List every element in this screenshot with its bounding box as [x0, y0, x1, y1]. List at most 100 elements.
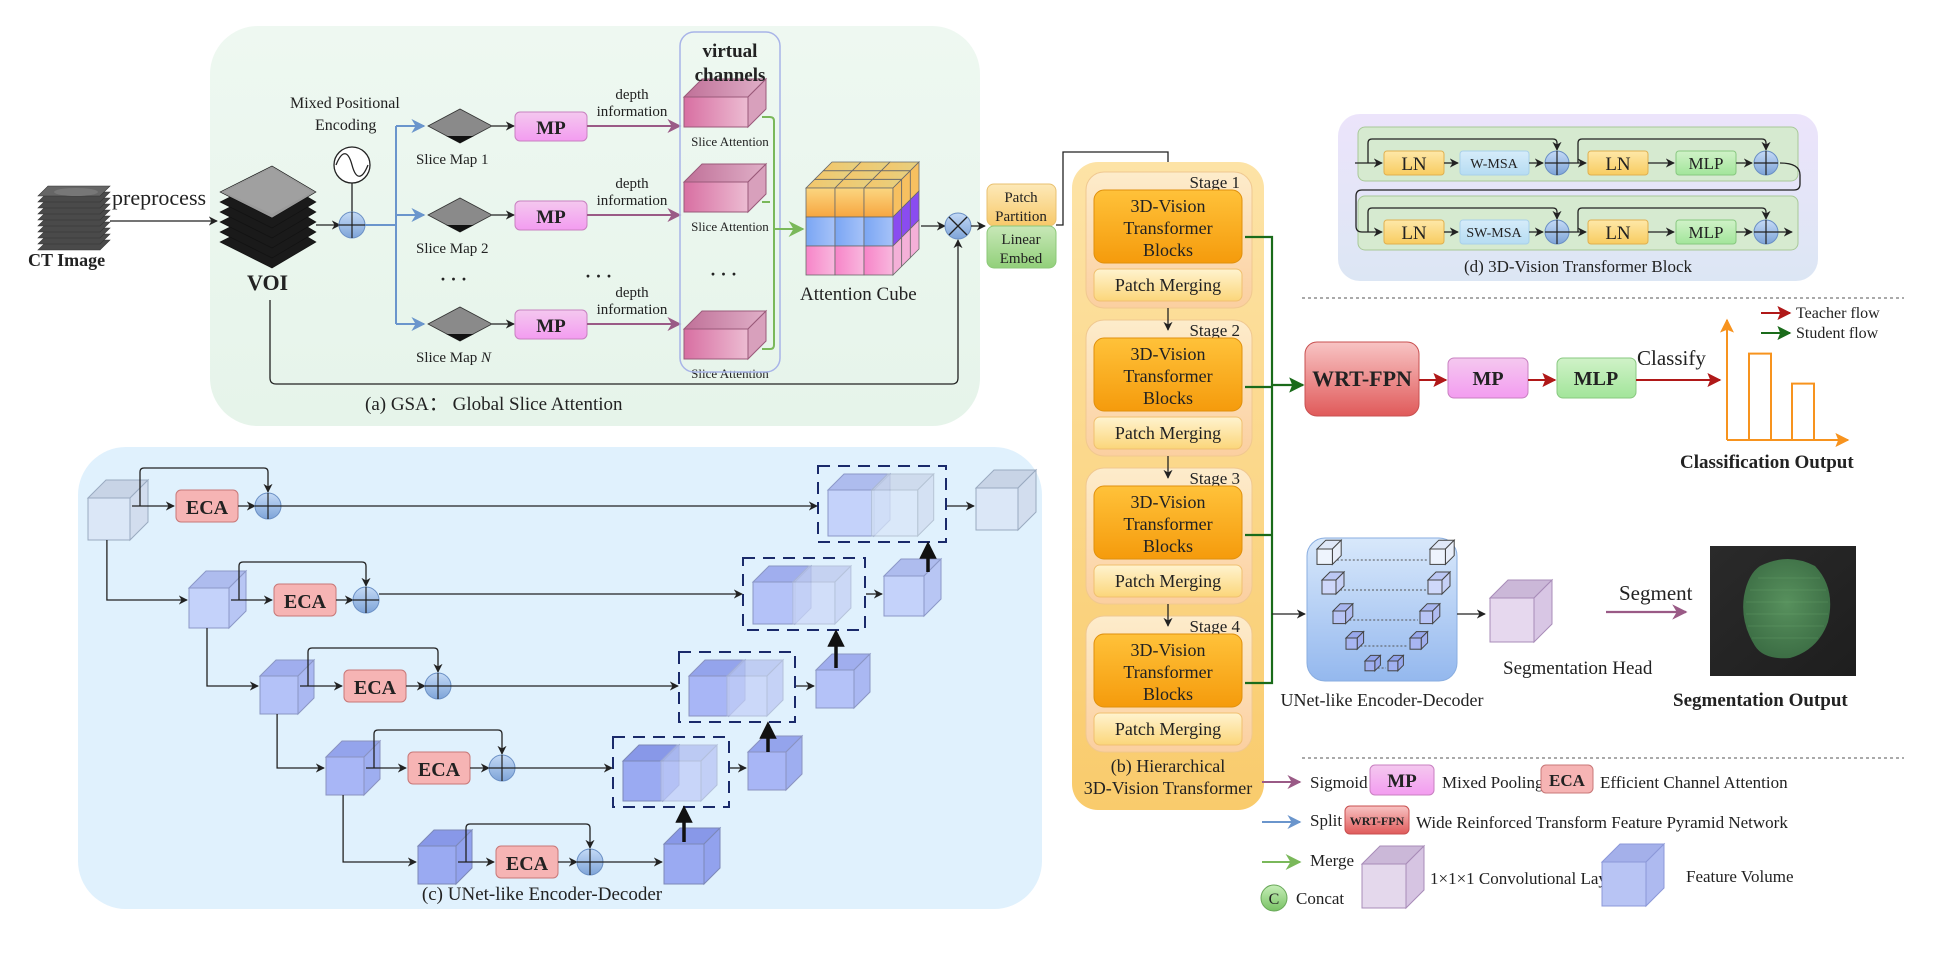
- stage-label: Stage 2: [1189, 321, 1240, 340]
- unet-mini-block: UNet-like Encoder-Decoder: [1280, 537, 1484, 710]
- legend-conv-cube-icon: [1360, 844, 1426, 910]
- block-label-3: Blocks: [1143, 240, 1193, 260]
- block-label-2: Transformer: [1123, 366, 1212, 386]
- mpe-label-2: Encoding: [315, 117, 376, 134]
- stage-label: Stage 1: [1189, 173, 1240, 192]
- legend-mp-desc: Mixed Pooling: [1442, 773, 1544, 792]
- mp-block: MP: [514, 111, 588, 142]
- add-icon: [1753, 219, 1779, 245]
- depth-label: depth: [615, 87, 649, 103]
- gsa-title: (a) GSA： Global Slice Attention: [365, 394, 623, 415]
- upsampled-feature-volume: [870, 472, 935, 538]
- add-icon: [1753, 150, 1779, 176]
- block-label-1: 3D-Vision: [1131, 640, 1206, 660]
- upsampled-feature-volume: [659, 743, 719, 803]
- ct-image-icon: CT Image: [28, 185, 111, 270]
- legend-fv-desc: Feature Volume: [1686, 867, 1794, 886]
- student-flow-label: Student flow: [1796, 325, 1879, 342]
- add-icon: [1544, 219, 1570, 245]
- slice-map-label: Slice Map N: [416, 350, 492, 366]
- virtual-channels-box: virtual channels · · ·: [679, 31, 781, 373]
- patch-merging-block: Patch Merging: [1093, 564, 1243, 598]
- linear-embed-block: Linear Embed: [986, 225, 1057, 269]
- legend: Sigmoid MP Mixed Pooling ECA Efficient C…: [1260, 764, 1794, 912]
- add-icon: [424, 672, 452, 700]
- mp-label: MP: [536, 207, 566, 228]
- mlp-block: MLP: [1675, 150, 1737, 176]
- information-label: information: [597, 104, 668, 120]
- ln-label: LN: [1401, 223, 1427, 244]
- block-label-2: Transformer: [1123, 514, 1212, 534]
- legend-concat-glyph: C: [1269, 891, 1280, 908]
- patch-merging-label: Patch Merging: [1115, 275, 1221, 295]
- decoder-feature-volume: [662, 826, 722, 886]
- slice-attention-label: Slice Attention: [691, 134, 769, 149]
- decoder-feature-volume: [882, 557, 943, 618]
- mp-block: MP: [514, 200, 588, 231]
- segmentation-output-image: [1710, 546, 1856, 676]
- mini-unet-cube: [1408, 630, 1429, 651]
- eca-label: ECA: [418, 759, 461, 781]
- segmentation-output-label: Segmentation Output: [1673, 690, 1848, 711]
- block-label-2: Transformer: [1123, 662, 1212, 682]
- legend-concat: Concat: [1296, 889, 1344, 908]
- slice-attention-label: Slice Attention: [691, 366, 769, 381]
- legend-wrtfpn-glyph: WRT-FPN: [1350, 814, 1405, 828]
- classification-chart-icon: [1720, 318, 1850, 447]
- patch-merging-block: Patch Merging: [1093, 416, 1243, 450]
- eca-block: ECA: [407, 751, 471, 785]
- unet-title: (c) UNet-like Encoder-Decoder: [422, 884, 663, 905]
- segmentation-head-cube: [1488, 578, 1554, 644]
- slice-attention-cube: [682, 77, 768, 129]
- add-icon: [338, 211, 366, 239]
- mp-label: MP: [536, 118, 566, 139]
- linear-embed-label-1: Linear: [1001, 232, 1040, 248]
- mini-unet-cube: [1363, 654, 1382, 673]
- block-label-3: Blocks: [1143, 536, 1193, 556]
- preprocess-label: preprocess: [112, 185, 206, 210]
- legend-merge: Merge: [1310, 851, 1354, 870]
- mp-block: MP: [514, 309, 588, 340]
- add-icon: [352, 586, 380, 614]
- decoder-feature-volume: [974, 468, 1038, 532]
- encoder-feature-volume: [324, 739, 382, 797]
- gsa-ellipsis-1: · · ·: [440, 269, 467, 289]
- gsa-ellipsis-2: · · ·: [585, 266, 612, 286]
- sine-wave-icon: [333, 146, 371, 184]
- segment-label: Segment: [1619, 581, 1693, 605]
- information-label: information: [597, 302, 668, 318]
- patch-partition-label-1: Patch: [1004, 190, 1038, 206]
- mpe-label-1: Mixed Positional: [290, 95, 400, 112]
- eca-label: ECA: [354, 677, 397, 699]
- add-icon: [488, 754, 516, 782]
- depth-label: depth: [615, 176, 649, 192]
- legend-eca-desc: Efficient Channel Attention: [1600, 773, 1788, 792]
- upsampled-feature-volume: [791, 564, 853, 626]
- patch-merging-label: Patch Merging: [1115, 423, 1221, 443]
- virtual-label-1: virtual: [703, 41, 758, 62]
- segmentation-head-label: Segmentation Head: [1503, 658, 1653, 679]
- upsampled-feature-volume: [725, 658, 785, 718]
- eca-block: ECA: [495, 845, 559, 879]
- legend-conv-desc: 1×1×1 Convolutional Layer: [1430, 869, 1620, 888]
- mini-unet-cube: [1344, 630, 1365, 651]
- concat-group: [612, 736, 730, 808]
- mini-unet-cube: [1315, 538, 1343, 566]
- patch-partition-label-2: Partition: [995, 209, 1047, 225]
- wrtfpn-label: WRT-FPN: [1312, 366, 1412, 391]
- patch-merging-label: Patch Merging: [1115, 571, 1221, 591]
- unet-mini-label: UNet-like Encoder-Decoder: [1280, 690, 1483, 710]
- encoder-feature-volume: [86, 478, 150, 542]
- block-label-3: Blocks: [1143, 684, 1193, 704]
- encoder-feature-volume: [258, 658, 316, 716]
- mini-unet-cube: [1418, 602, 1442, 625]
- block-label-2: Transformer: [1123, 218, 1212, 238]
- block-label-1: 3D-Vision: [1131, 492, 1206, 512]
- encoder-feature-volume: [416, 828, 474, 886]
- slice-attention-label: Slice Attention: [691, 219, 769, 234]
